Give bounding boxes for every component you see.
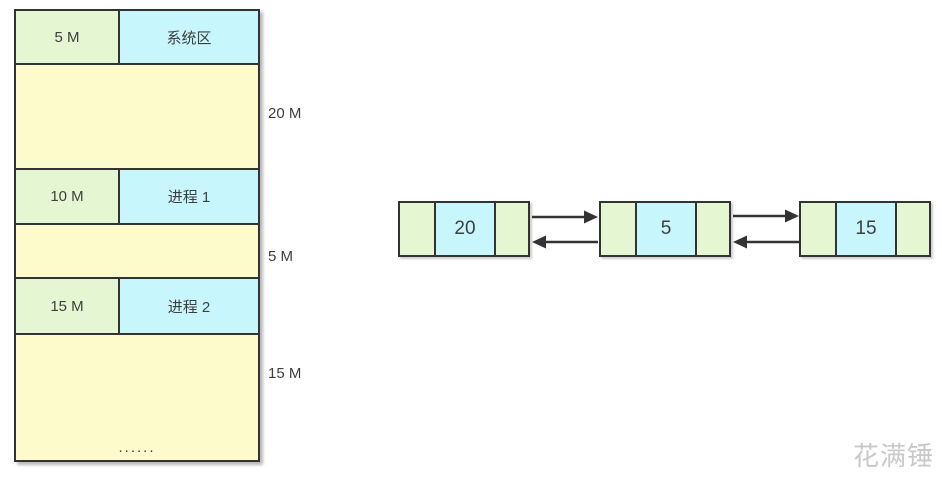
node-value: 20 bbox=[436, 203, 494, 255]
node-value: 15 bbox=[837, 203, 895, 255]
free-block-5m bbox=[16, 225, 258, 279]
next-pointer-cell bbox=[695, 203, 729, 255]
list-node-5: 5 bbox=[599, 201, 731, 257]
free-size-label-15m: 15 M bbox=[268, 365, 302, 382]
prev-arrowhead-3-2 bbox=[733, 235, 747, 249]
prev-pointer-cell bbox=[400, 203, 436, 255]
list-node-15: 15 bbox=[799, 201, 931, 257]
memory-map: 5 M 系统区 10 M 进程 1 15 M 进程 2 ...... bbox=[14, 9, 260, 462]
prev-pointer-cell bbox=[801, 203, 837, 255]
memory-block-process-2: 15 M 进程 2 bbox=[16, 279, 258, 335]
memory-block-system: 5 M 系统区 bbox=[16, 11, 258, 65]
next-arrowhead-2-3 bbox=[785, 209, 799, 223]
free-block-20m bbox=[16, 65, 258, 170]
block-label-system: 系统区 bbox=[120, 11, 258, 63]
node-value: 5 bbox=[637, 203, 695, 255]
free-size-label-20m: 20 M bbox=[268, 105, 302, 122]
free-size-label-5m: 5 M bbox=[268, 248, 294, 265]
ellipsis-text: ...... bbox=[118, 439, 156, 456]
prev-arrowhead-2-1 bbox=[532, 235, 546, 249]
list-node-20: 20 bbox=[398, 201, 530, 257]
memory-block-process-1: 10 M 进程 1 bbox=[16, 170, 258, 225]
block-label-process-2: 进程 2 bbox=[120, 279, 258, 333]
next-pointer-cell bbox=[895, 203, 929, 255]
next-arrowhead-1-2 bbox=[584, 210, 598, 224]
block-label-process-1: 进程 1 bbox=[120, 170, 258, 223]
block-size-process-1: 10 M bbox=[16, 170, 120, 223]
block-size-process-2: 15 M bbox=[16, 279, 120, 333]
free-block-15m: ...... bbox=[16, 335, 258, 460]
next-pointer-cell bbox=[494, 203, 528, 255]
watermark-text: 花满锤 bbox=[852, 441, 934, 471]
block-size-system: 5 M bbox=[16, 11, 120, 63]
prev-pointer-cell bbox=[601, 203, 637, 255]
